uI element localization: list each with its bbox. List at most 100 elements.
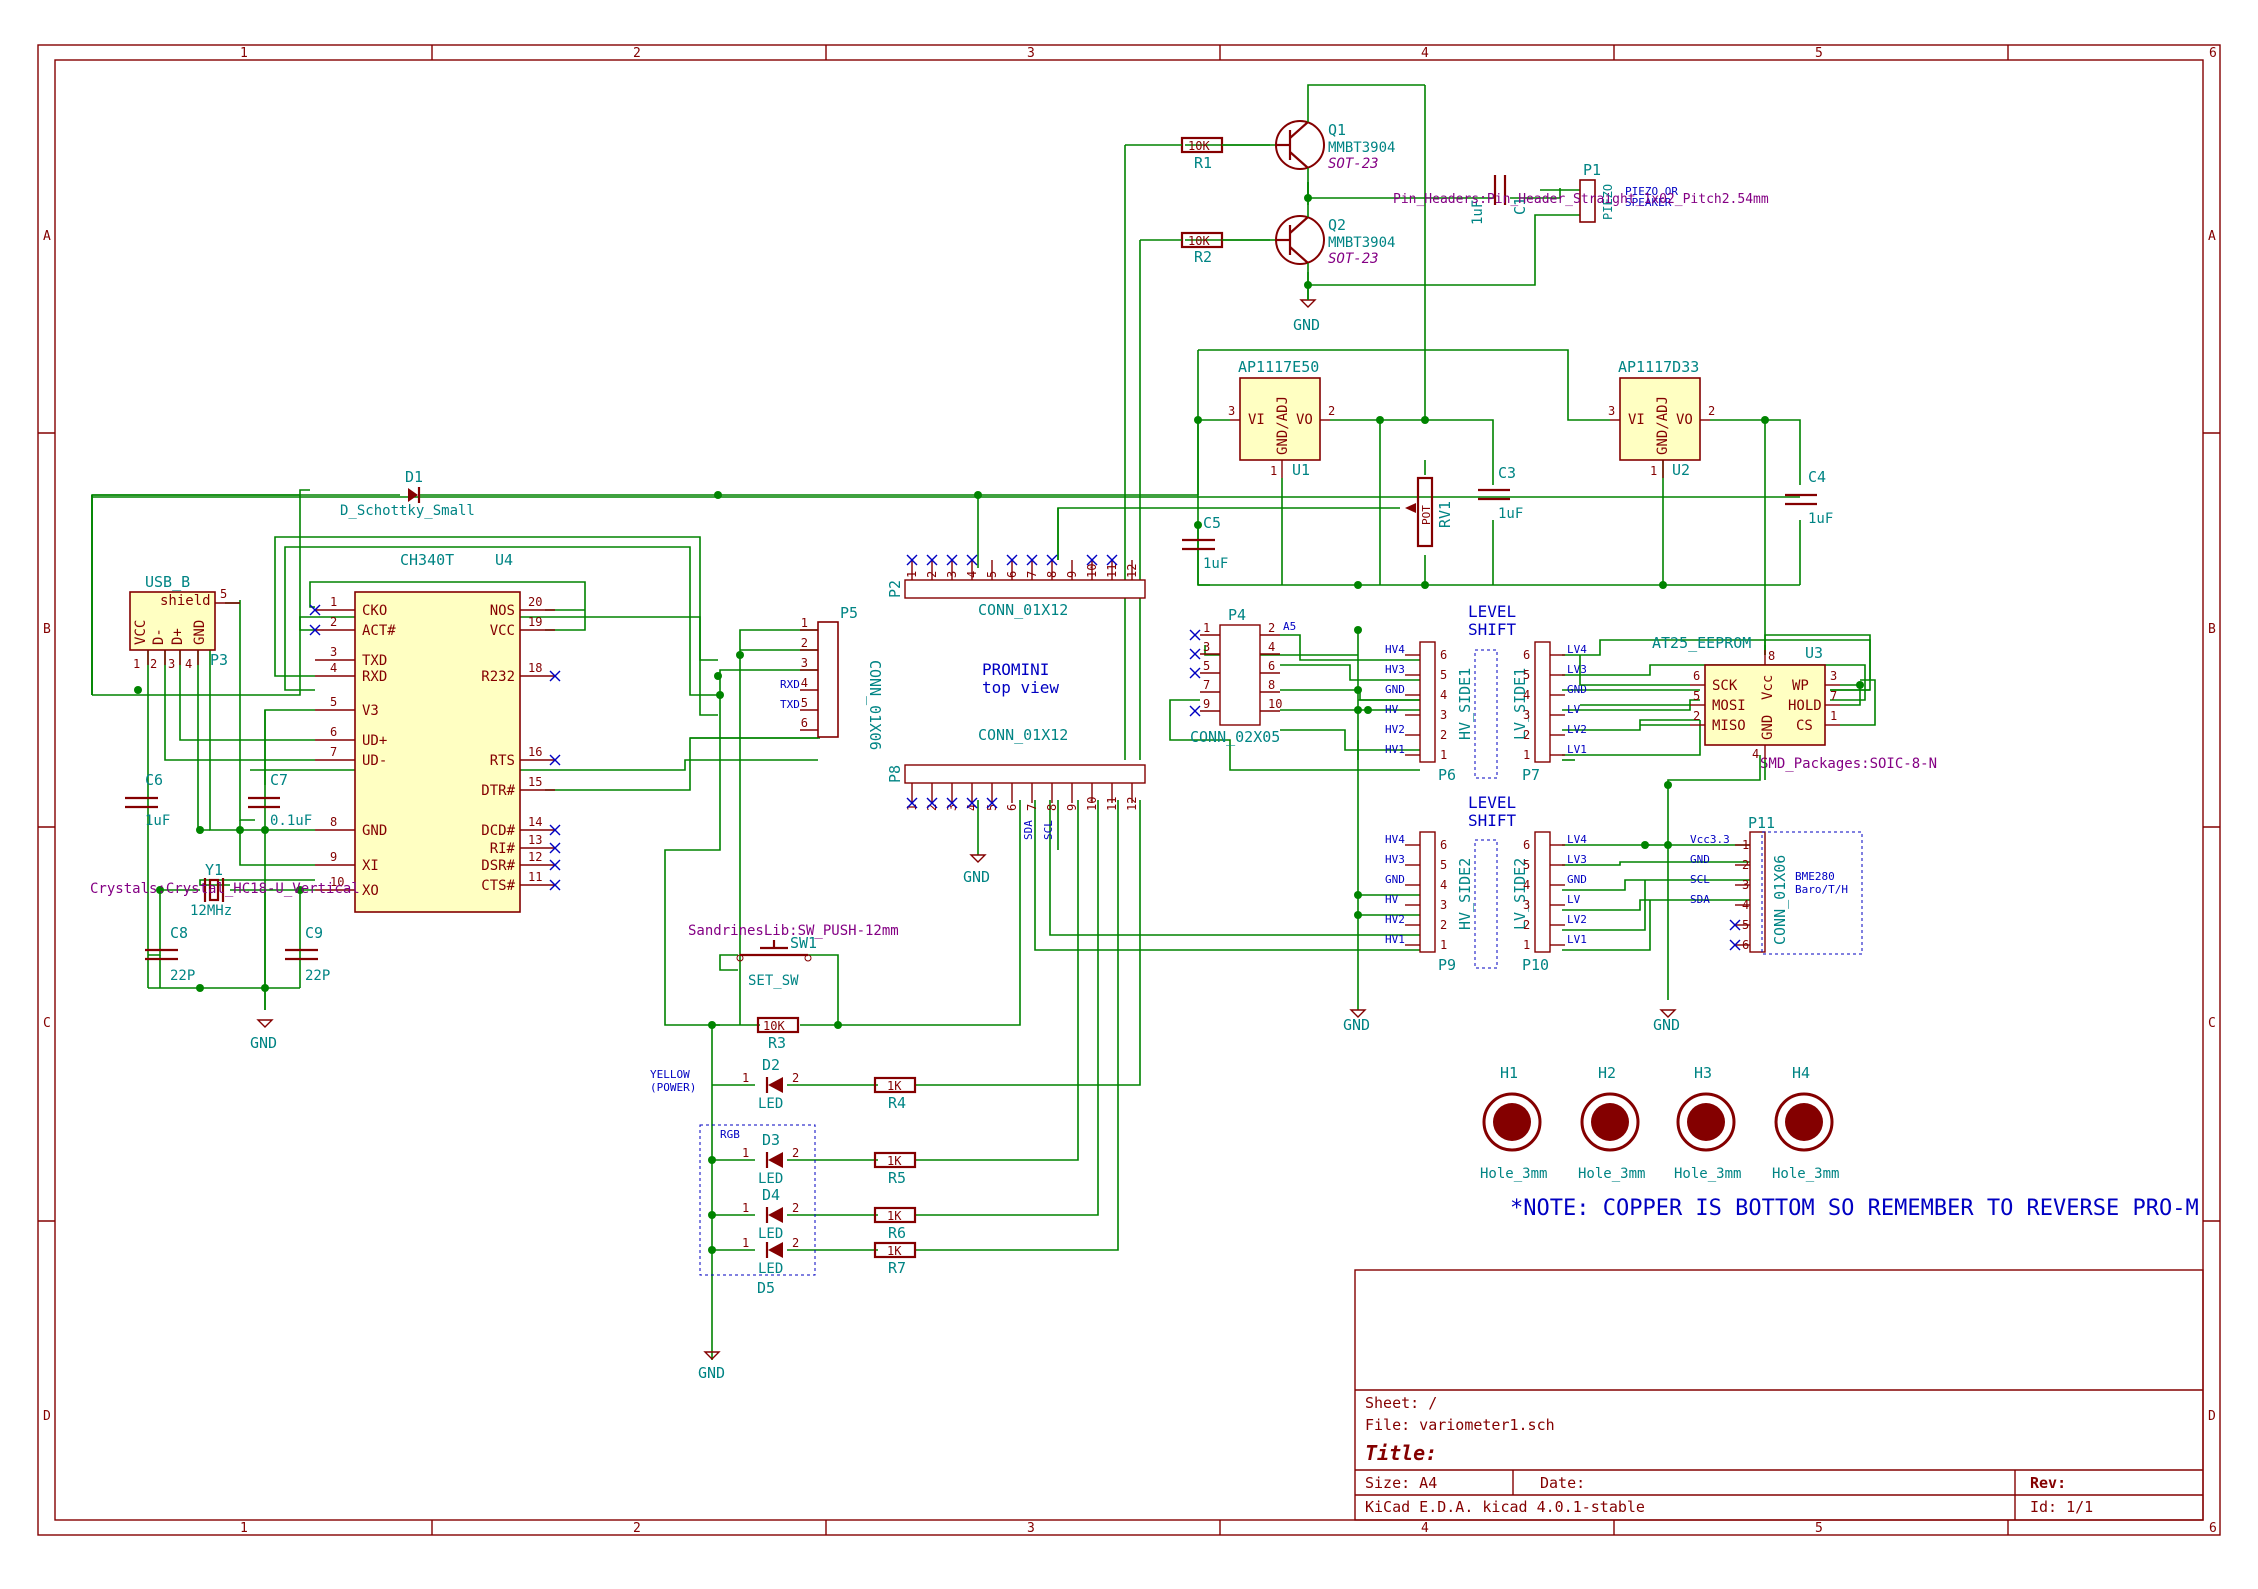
- bme280-outline: [1761, 831, 1863, 955]
- c4-ref: C4: [1808, 468, 1826, 486]
- ch340-pin-name: RXD: [362, 669, 387, 685]
- r2-ref: R2: [1194, 248, 1212, 266]
- gnd-label-p11: GND: [1653, 1016, 1680, 1034]
- ch340-pin-name: DSR#: [481, 858, 515, 874]
- p11-pin-label: SDA: [1690, 893, 1710, 906]
- d3-value: LED: [758, 1171, 783, 1187]
- gnd-symbol-p11: GND: [1653, 1009, 1680, 1034]
- level-pin-num: 3: [1440, 708, 1447, 722]
- svg-text:1: 1: [133, 657, 140, 671]
- connector-p4: P4 CONN_02X05 A5: [1190, 606, 1296, 746]
- conn-pin-num: 7: [1025, 571, 1039, 578]
- ch340-pin-num: 4: [330, 661, 337, 675]
- conn-pin-num: 6: [1005, 571, 1019, 578]
- u3-ref: U3: [1805, 644, 1823, 662]
- level-pin-label: HV1: [1385, 743, 1405, 756]
- ch340-pin-num: 19: [528, 615, 542, 629]
- ch340-pin-name: DTR#: [481, 783, 515, 799]
- p1-desc2: SPEAKER: [1625, 196, 1672, 209]
- connector-p1: P1 PIEZO PIEZO OR SPEAKER Pin_Headers:Pi…: [1393, 161, 1769, 223]
- ch340-pin-num: 11: [528, 870, 542, 884]
- level-pin-num: 3: [1523, 708, 1530, 722]
- col-label-1: 1: [240, 46, 248, 61]
- p4-pin-num: 5: [1203, 659, 1210, 673]
- col-label-2: 2: [633, 46, 641, 61]
- level-pin-label: LV4: [1567, 833, 1587, 846]
- y1-ref: Y1: [205, 861, 223, 879]
- c4-value: 1uF: [1808, 511, 1833, 527]
- eeprom-wp: WP: [1792, 678, 1809, 694]
- p5-pin-num: 3: [801, 656, 808, 670]
- p4-pin-num: 2: [1268, 621, 1275, 635]
- level-pin-label: HV: [1385, 893, 1399, 906]
- u2-gnd: GND/ADJ: [1655, 396, 1671, 455]
- level-pin-label: GND: [1385, 683, 1405, 696]
- resistor-r3: 10K R3: [756, 1016, 800, 1052]
- eeprom-vcc: Vcc: [1760, 675, 1776, 700]
- ch340-pin-num: 15: [528, 775, 542, 789]
- p4-value: CONN_02X05: [1190, 728, 1280, 746]
- p4-pin-num: 7: [1203, 678, 1210, 692]
- p8-value: CONN_01X12: [978, 726, 1068, 744]
- c3-ref: C3: [1498, 464, 1516, 482]
- capacitor-c6: C6 1uF: [125, 771, 170, 829]
- c7-ref: C7: [270, 771, 288, 789]
- gnd-label-p8: GND: [963, 868, 990, 886]
- p11-pin-num: 2: [1742, 858, 1749, 872]
- ch340-pin-name: XI: [362, 858, 379, 874]
- p6-value: HV_SIDE1: [1456, 668, 1474, 740]
- p11-pin-num: 1: [1742, 838, 1749, 852]
- p3-shield-label: shield: [160, 593, 211, 609]
- level-pin-num: 4: [1523, 688, 1530, 702]
- connector-p8: P8 CONN_01X12 SDA SCL: [886, 726, 1146, 840]
- h1-ref: H1: [1500, 1064, 1518, 1082]
- ch340-pin-name: DCD#: [481, 823, 515, 839]
- r7-ref: R7: [888, 1259, 906, 1277]
- r3-value: 10K: [763, 1019, 785, 1033]
- q2-footprint: SOT-23: [1328, 251, 1379, 267]
- ch340-pin-num: 3: [330, 645, 337, 659]
- p11-value: CONN_01X06: [1771, 855, 1789, 945]
- resistor-r4: 1K R4: [873, 1076, 917, 1112]
- conn-pin-num: 9: [1065, 804, 1079, 811]
- p1-value: PIEZO: [1601, 184, 1615, 220]
- level-pin-label: GND: [1385, 873, 1405, 886]
- eeprom-miso: MISO: [1712, 718, 1746, 734]
- u1-vo: VO: [1296, 412, 1313, 428]
- col-label-6-bottom: 6: [2209, 1521, 2217, 1536]
- col-label-6: 6: [2209, 46, 2217, 61]
- d5-value: LED: [758, 1261, 783, 1277]
- d1-value: D_Schottky_Small: [340, 503, 475, 519]
- col-label-1-bottom: 1: [240, 1521, 248, 1536]
- r3-ref: R3: [768, 1034, 786, 1052]
- level-pin-label: LV1: [1567, 743, 1587, 756]
- svg-text:2: 2: [1693, 709, 1700, 723]
- p4-pin-num: 10: [1268, 697, 1282, 711]
- r5-value: 1K: [887, 1154, 902, 1168]
- level-pin-num: 1: [1440, 748, 1447, 762]
- svg-text:2: 2: [792, 1201, 799, 1215]
- sw1-footprint: SandrinesLib:SW_PUSH-12mm: [688, 923, 899, 939]
- p3-ref: P3: [210, 651, 228, 669]
- ch340-pin-num: 6: [330, 725, 337, 739]
- bme280-desc: Baro/T/H: [1795, 883, 1848, 896]
- p7-ref: P7: [1522, 766, 1540, 784]
- level-pin-label: HV1: [1385, 933, 1405, 946]
- p11-ref: P11: [1748, 814, 1775, 832]
- p9-ref: P9: [1438, 956, 1456, 974]
- level-pin-label: HV4: [1385, 643, 1405, 656]
- c5-value: 1uF: [1203, 556, 1228, 572]
- ch340-pin-name: CTS#: [481, 878, 515, 894]
- p2-value: CONN_01X12: [978, 601, 1068, 619]
- connector-p7: P7 LV_SIDE1: [1511, 641, 1551, 784]
- gnd-label-leds: GND: [698, 1364, 725, 1382]
- p8-ref: P8: [886, 765, 904, 783]
- p11-pin-label: GND: [1690, 853, 1710, 866]
- col-label-2-bottom: 2: [633, 1521, 641, 1536]
- svg-text:1: 1: [1270, 464, 1277, 478]
- p5-pin-num: 4: [801, 676, 808, 690]
